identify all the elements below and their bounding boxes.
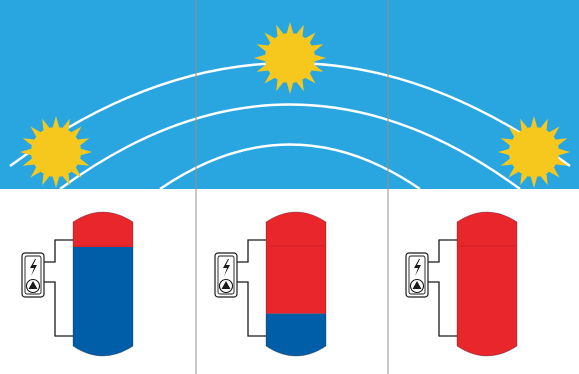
sun-ray <box>555 158 568 166</box>
sun-disc <box>31 127 81 177</box>
cold-pipe <box>428 281 457 337</box>
sun-ray <box>254 54 266 62</box>
sun-ray <box>540 118 548 131</box>
sun-ray <box>276 79 284 92</box>
cold-pipe <box>44 281 73 337</box>
sun-ray <box>256 64 269 72</box>
sun-ray <box>305 73 316 84</box>
sun-path-arc-2 <box>59 103 521 190</box>
tank-water <box>266 212 326 356</box>
sun-ray <box>20 148 32 156</box>
sun-ray <box>77 138 90 146</box>
sun-ray <box>296 79 304 92</box>
sun-ray <box>305 32 316 43</box>
storage-tank-noon <box>214 211 327 357</box>
sun-ray <box>77 158 90 166</box>
sun-ray <box>520 173 528 186</box>
pump-arrow-icon <box>28 281 38 289</box>
sun-ray <box>296 24 304 37</box>
sun-ray <box>22 138 35 146</box>
hot-pipe <box>44 239 73 263</box>
lightning-bolt-icon <box>414 259 421 276</box>
pump-arrow-icon <box>412 281 422 289</box>
sun-ray <box>508 126 519 137</box>
sun-ray <box>42 118 50 131</box>
sun-ray <box>540 173 548 186</box>
sun-ray <box>52 176 60 188</box>
sun-ray <box>30 126 41 137</box>
sun-ray <box>500 158 513 166</box>
sun-ray <box>286 22 294 34</box>
sun-ray <box>71 167 82 178</box>
tanks-group <box>21 211 518 357</box>
sun-ray <box>30 167 41 178</box>
sun-ray <box>264 32 275 43</box>
sun-ray <box>264 73 275 84</box>
sun-ray <box>22 158 35 166</box>
electric-heater-icon <box>405 252 429 298</box>
hot-pipe <box>428 239 457 263</box>
sun-ray <box>62 173 70 186</box>
heater-inner <box>24 255 42 295</box>
hot-water-layer <box>457 212 517 356</box>
cold-pipe <box>237 281 266 337</box>
sun-ray <box>508 167 519 178</box>
lightning-bolt-icon <box>223 259 230 276</box>
sun-ray <box>558 148 570 156</box>
storage-tank-evening <box>405 211 518 357</box>
sun-icon <box>20 116 92 188</box>
sun-ray <box>80 148 92 156</box>
sun-icon <box>498 116 570 188</box>
sun-disc <box>509 127 559 177</box>
hot-water-layer <box>73 212 133 247</box>
lightning-bolt-icon <box>30 259 37 276</box>
sun-ray <box>52 116 60 128</box>
storage-tank-morning <box>21 211 134 357</box>
suns-group <box>20 22 570 188</box>
heater-inner <box>217 255 235 295</box>
cold-water-layer <box>266 313 326 356</box>
sun-ray <box>549 167 560 178</box>
sun-ray <box>498 148 510 156</box>
sun-ray <box>256 44 269 52</box>
sun-ray <box>311 64 324 72</box>
sun-path-arc-3 <box>159 143 421 190</box>
sun-ray <box>71 126 82 137</box>
cold-water-layer <box>73 247 133 356</box>
hot-water-layer <box>266 212 326 314</box>
sun-ray <box>62 118 70 131</box>
sun-ray <box>286 82 294 94</box>
pump-arrow-icon <box>221 281 231 289</box>
tank-water <box>457 212 517 356</box>
tank-outline <box>265 211 327 357</box>
sun-ray <box>520 118 528 131</box>
sun-ray <box>549 126 560 137</box>
sun-disc <box>265 33 315 83</box>
sun-ray <box>530 116 538 128</box>
tank-outline <box>456 211 518 357</box>
sun-ray <box>314 54 326 62</box>
hot-pipe <box>237 239 266 263</box>
panel-dividers <box>195 0 389 374</box>
tank-water <box>73 212 133 356</box>
sun-ray <box>311 44 324 52</box>
sun-ray <box>276 24 284 37</box>
tank-outline <box>72 211 134 357</box>
sun-ray <box>500 138 513 146</box>
sun-ray <box>42 173 50 186</box>
heater-inner <box>408 255 426 295</box>
electric-heater-icon <box>214 252 238 298</box>
sun-icon <box>254 22 326 94</box>
electric-heater-icon <box>21 252 45 298</box>
sun-ray <box>530 176 538 188</box>
sun-ray <box>555 138 568 146</box>
